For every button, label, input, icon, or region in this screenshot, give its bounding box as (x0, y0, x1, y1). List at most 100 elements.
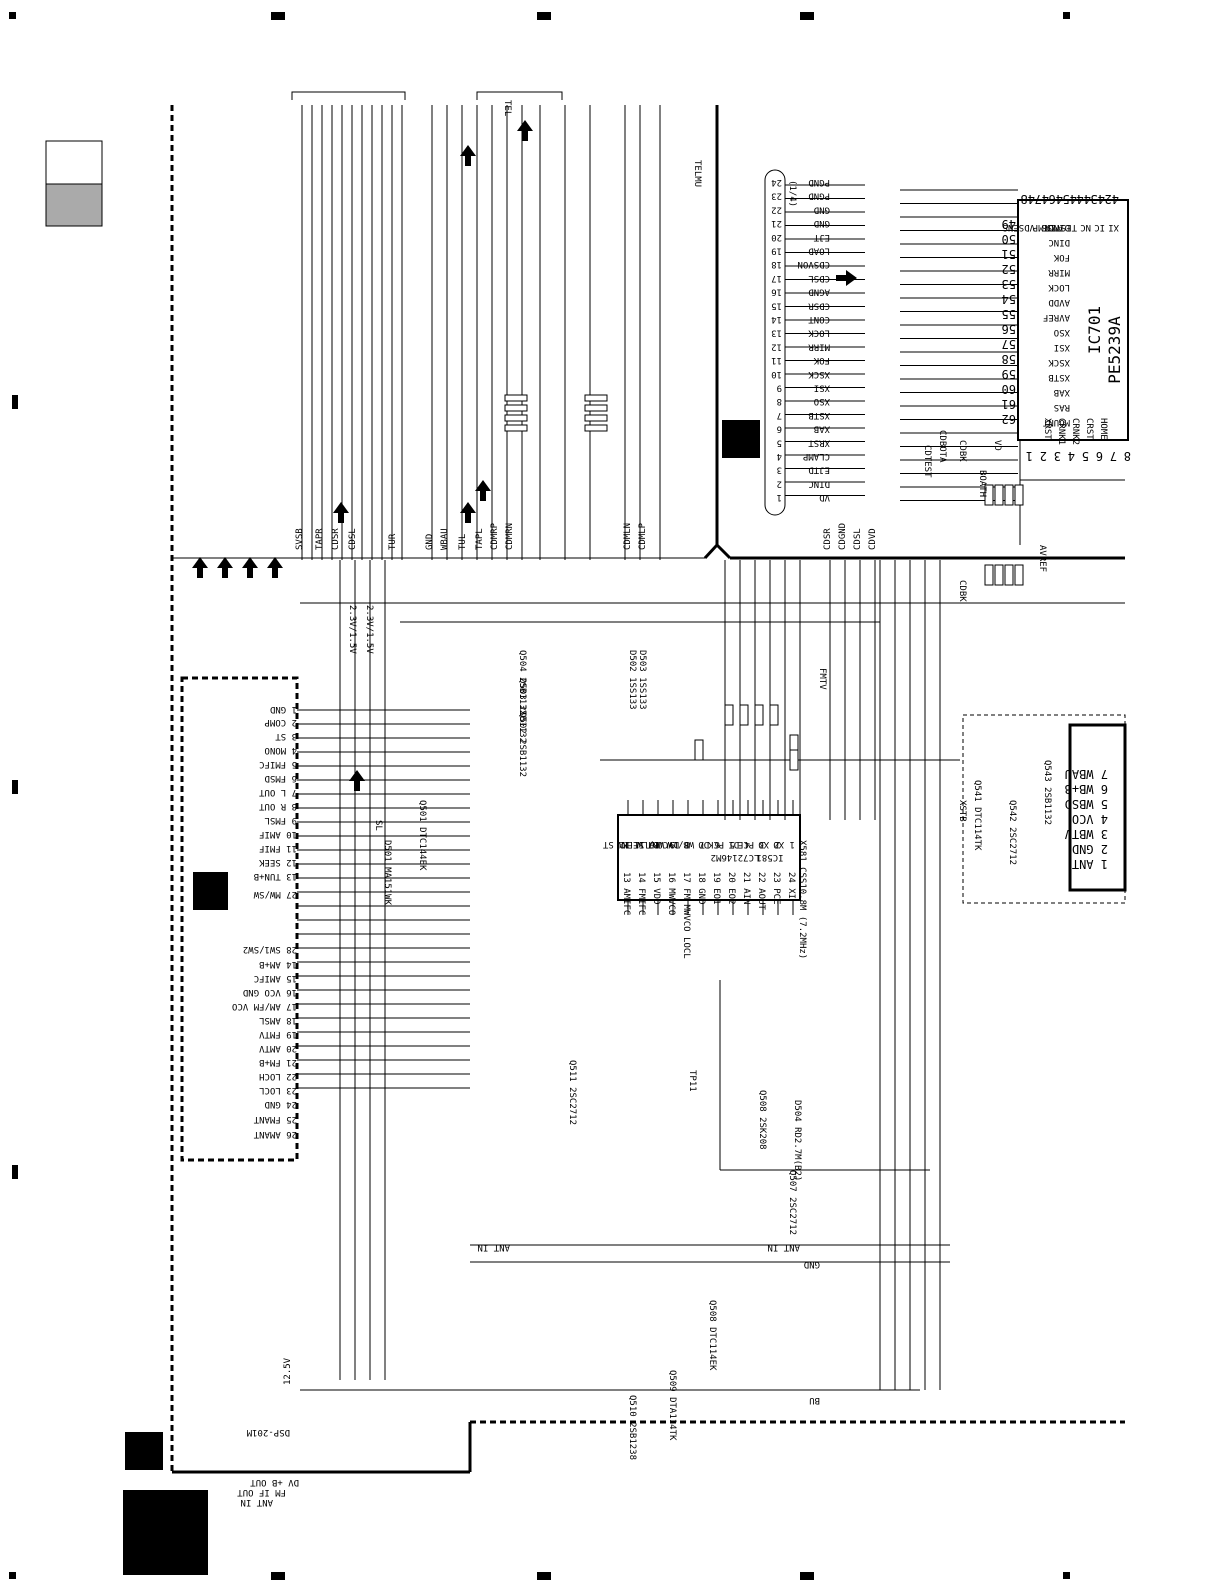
ic701-pin-number: 46 (1049, 192, 1063, 206)
left-connector-pin-label: 15 AMIFC (254, 973, 297, 983)
ic701-pin-label: XAB (1054, 387, 1070, 397)
center-connector-pin-label: XSI (814, 383, 830, 393)
ic701-pin-number: 56 (1002, 322, 1016, 336)
center-connector-pin-number: 3 (777, 465, 782, 475)
center-connector-pin-number: 13 (771, 328, 782, 338)
ic581-name: LC72146M2 (711, 852, 760, 862)
ic701-pin-number: 8 (1124, 449, 1131, 463)
center-connector-pin-label: XSO (814, 396, 830, 406)
center-connector-pin-number: 14 (771, 314, 782, 324)
center-connector-pin-number: 24 (771, 177, 782, 187)
center-connector-pin-label: FOK (813, 355, 830, 365)
ic581-pin-label: 10 SEEK (621, 839, 660, 849)
left-connector-pin-label: 7 L OUT (258, 787, 297, 797)
top-signal-label: TAPL (475, 528, 485, 550)
ic701-pin-number: 58 (1002, 352, 1016, 366)
ic581-pin-label: 3 PCE (738, 839, 765, 849)
center-connector-pin-label: CDSVON (797, 259, 830, 269)
top-signal-label: CDSR (823, 528, 833, 550)
ic701-pin-number: 43 (1091, 192, 1105, 206)
signal-arrows (192, 120, 857, 791)
module-label: DSP-201M (246, 1427, 290, 1437)
center-connector-pin-label: CLAMP (802, 451, 830, 461)
component-label: TP11 (687, 1070, 697, 1092)
transistor-label: Q502 2SB1132 (517, 712, 527, 777)
transistor-label: Q510 2SB1238 (627, 1395, 637, 1460)
center-connector-pin-number: 21 (771, 218, 782, 228)
ic701-pin-label: XSO (1054, 327, 1070, 337)
left-connector-pin-label: 11 FMIF (259, 843, 297, 853)
component-label: TEL (502, 100, 512, 116)
ic581-pin-label: 12 ST (602, 839, 630, 849)
gnd-label: GND (804, 1259, 820, 1269)
top-signal-label: WBAU (440, 528, 450, 550)
center-connector-pin-number: 16 (771, 287, 782, 297)
transistor-label: Q542 2SC2712 (1007, 800, 1017, 865)
bu-label: BU (809, 1395, 820, 1405)
ic701-pin-number: 55 (1002, 307, 1016, 321)
top-signal-label: TAPR (315, 528, 325, 550)
ic581-pin-label: 24 XI (786, 872, 796, 899)
component-label: D502 1SS133 (627, 650, 637, 710)
ic701-pin-label: MIRR (1048, 267, 1070, 277)
top-signal-label: TUR (388, 533, 398, 550)
ant-in-label-3: ANT IN (767, 1242, 800, 1252)
fm-if-out-label: FM IF OUT (237, 1487, 286, 1497)
component-label: X581 CSS10.8M (7.2MHz) (797, 840, 807, 959)
ic701-pin-label: VDSENS (1002, 222, 1035, 232)
main-board-outline (170, 105, 1125, 1474)
left-connector-pin-label: 24 GND (264, 1099, 297, 1109)
ic701-pin-label: LOCK (1048, 282, 1070, 292)
center-connector-pin-label: EJTD (808, 465, 830, 475)
transistor-label: Q511 2SC2712 (567, 1060, 577, 1125)
center-connector-pin-label: MIRR (808, 341, 830, 351)
ic701-pin-label: NC (1080, 222, 1091, 232)
ic701-pin-number: 4 (1068, 449, 1075, 463)
center-connector-pin-number: 20 (771, 232, 782, 242)
right-module-pin-label: 3 WBTV (1065, 827, 1108, 841)
center-connector-pin-label: VD (819, 492, 830, 502)
marker-block (125, 1432, 163, 1470)
ic701-pin-label: TMP (1032, 222, 1049, 232)
ic701-pin-number: 59 (1002, 367, 1016, 381)
ic581-pin-label: 21 AIN (741, 872, 751, 905)
left-connector-pin-label: 13 TUN+B (254, 871, 297, 881)
center-connector-pin-label: CONT (808, 314, 830, 324)
top-signal-label: CDVD (868, 528, 878, 550)
ic701-pin-number: 60 (1002, 382, 1016, 396)
ic701-name: PE5239A (1105, 316, 1124, 384)
center-connector-pin-label: XSTB (808, 410, 830, 420)
bottom-labels: ANT IN FM IF OUT DV +B OUT 12.5V DSP-201… (237, 1242, 820, 1507)
right-module-pin-label: 5 WBSD (1065, 797, 1108, 811)
left-connector-pin-label: 12 SEEK (258, 857, 297, 867)
left-connector-pin-label: 5 FMIFC (259, 759, 297, 769)
center-connector-pin-label: GND (814, 204, 830, 214)
center-connector-pin-label: EJT (813, 232, 830, 242)
ic701-pin-label: XSCK (1048, 357, 1070, 367)
registration-marks (9, 12, 1070, 1580)
center-connector-pin-number: 22 (771, 204, 782, 214)
top-signal-label: CDMRP (490, 522, 500, 550)
top-signal-label: CDSR (331, 528, 341, 550)
ic581-pin-label: 7 WB/LW (666, 839, 705, 849)
left-connector-pin-label: 1 GND (270, 704, 297, 714)
center-connector-pin-number: 6 (777, 424, 782, 434)
center-connector-pin-number: 1 (777, 492, 782, 502)
left-connector-pin-label: 26 AMANT (253, 1129, 297, 1139)
ic581-pin-label: 1 XO (773, 839, 795, 849)
top-brackets (291, 91, 563, 100)
transistor-label: Q509 DTA114TK (667, 1370, 677, 1441)
center-connector-pin-label: CDSL (808, 273, 830, 283)
left-connector-box (180, 676, 299, 1162)
right-module-box (962, 714, 1127, 904)
left-connector-pin-label: 14 AM+B (259, 959, 297, 969)
ic701-pin-label: CRNK1 (1056, 418, 1066, 445)
ic581-pin-label: 5 PCK (707, 839, 735, 849)
ic701-pin-number: 6 (1096, 449, 1103, 463)
ic701-pin-label: DIMO (1048, 222, 1070, 232)
